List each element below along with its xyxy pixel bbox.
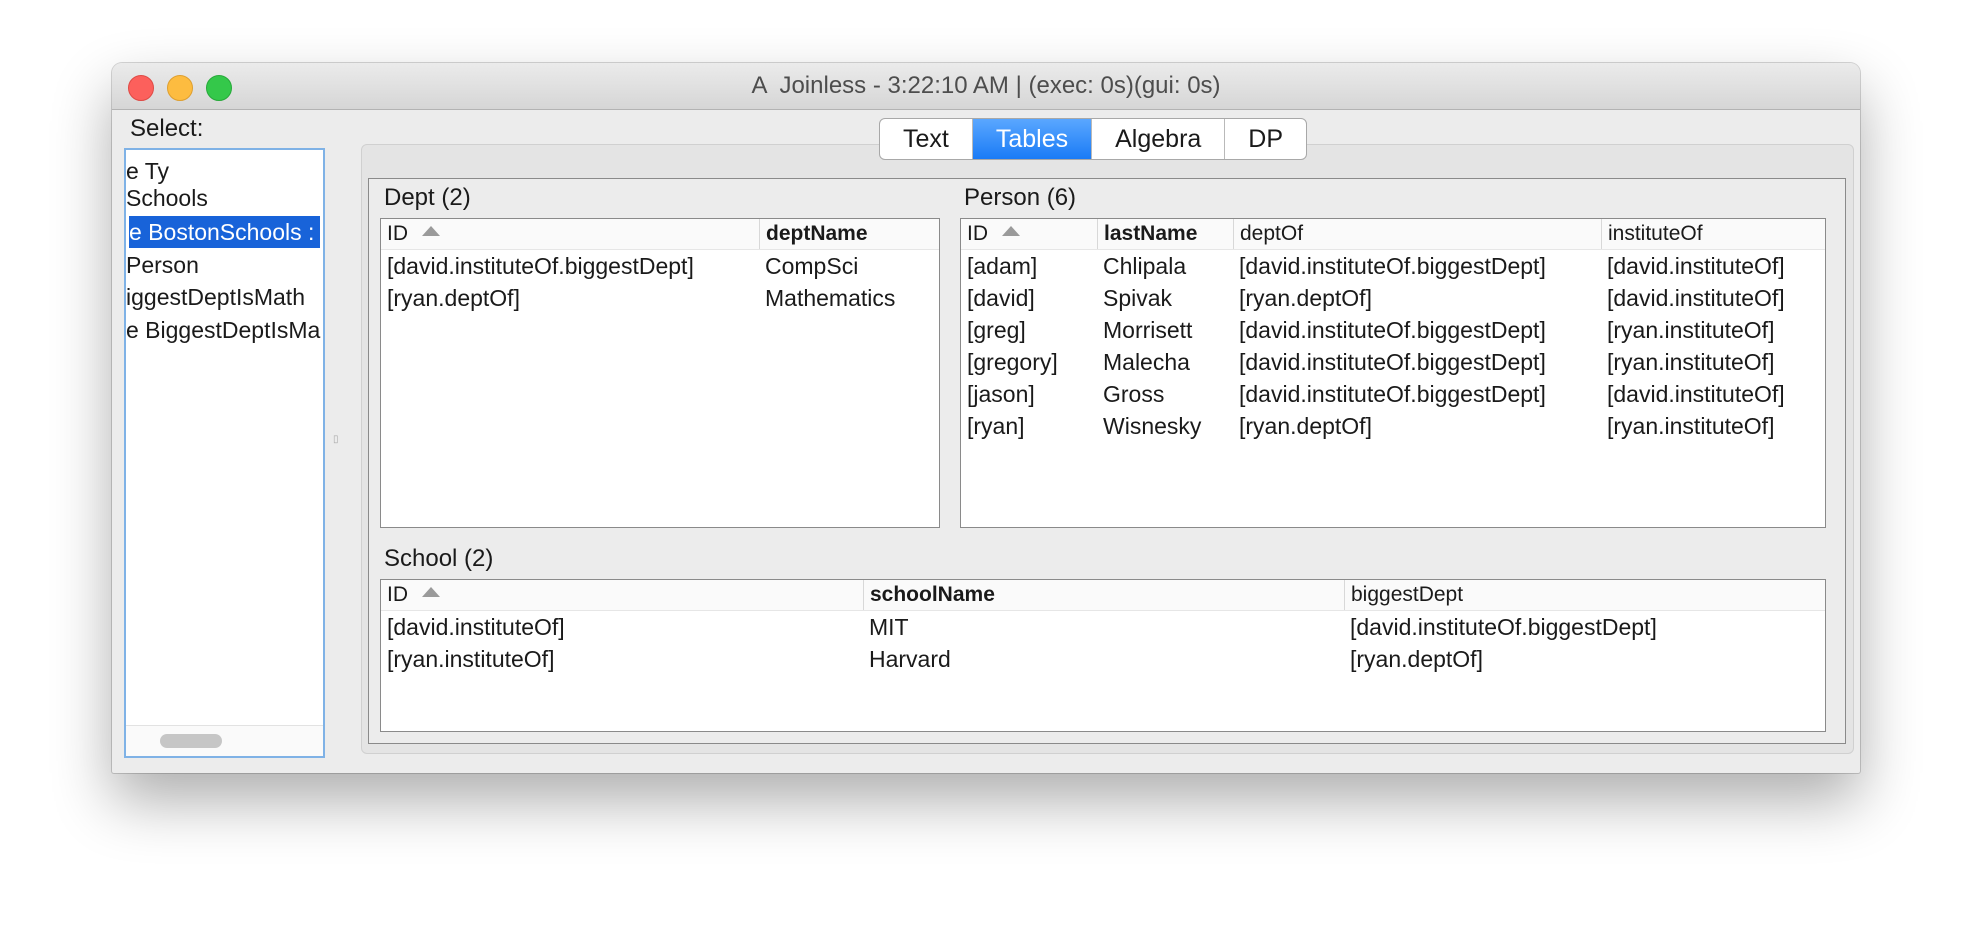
table-cell: Malecha	[1103, 349, 1190, 375]
table-cell: [david]	[967, 285, 1035, 311]
table-cell: [david.instituteOf]	[387, 614, 565, 640]
table-cell: [ryan.instituteOf]	[1607, 413, 1775, 439]
table-cell: MIT	[869, 614, 909, 640]
list-item[interactable]: Schools	[126, 185, 208, 211]
column-header-schoolname[interactable]: schoolName	[863, 580, 1344, 610]
dept-table-title: Dept (2)	[384, 184, 471, 211]
table-cell: [david.instituteOf.biggestDept]	[1239, 253, 1546, 279]
table-cell: [david.instituteOf]	[1607, 253, 1785, 279]
table-cell: [ryan.deptOf]	[1239, 413, 1372, 439]
table-header: ID schoolName biggestDept	[381, 580, 1825, 611]
table-cell: [david.instituteOf.biggestDept]	[1350, 614, 1657, 640]
table-cell: [ryan.instituteOf]	[1607, 317, 1775, 343]
table-cell: CompSci	[765, 253, 859, 279]
table-cell: [ryan]	[967, 413, 1025, 439]
table-cell: Wisnesky	[1103, 413, 1202, 439]
minimize-window-button[interactable]	[167, 75, 193, 101]
table-cell: [jason]	[967, 381, 1035, 407]
column-header-instituteof[interactable]: instituteOf	[1601, 219, 1825, 249]
scrollbar-thumb[interactable]	[160, 734, 222, 748]
table-row[interactable]: [gregory] Malecha [david.instituteOf.big…	[961, 346, 1825, 378]
table-cell: Mathematics	[765, 285, 896, 311]
list-item[interactable]: Person	[126, 252, 199, 278]
table-cell: Morrisett	[1103, 317, 1193, 343]
tab-tables[interactable]: Tables	[972, 119, 1093, 159]
table-cell: [david.instituteOf]	[1607, 285, 1785, 311]
select-label: Select:	[130, 115, 204, 142]
column-header-deptname[interactable]: deptName	[759, 219, 939, 249]
table-row[interactable]: [adam] Chlipala [david.instituteOf.bigge…	[961, 250, 1825, 282]
table-cell: [ryan.deptOf]	[387, 285, 520, 311]
sort-ascending-icon	[422, 587, 440, 598]
tab-dp[interactable]: DP	[1248, 125, 1284, 153]
school-table[interactable]: ID schoolName biggestDept [david.institu…	[380, 579, 1826, 732]
column-header-id[interactable]: ID	[961, 219, 1097, 249]
close-window-button[interactable]	[128, 75, 154, 101]
column-header-lastname[interactable]: lastName	[1097, 219, 1233, 249]
table-row[interactable]: [ryan] Wisnesky [ryan.deptOf] [ryan.inst…	[961, 410, 1825, 442]
column-header-deptof[interactable]: deptOf	[1233, 219, 1601, 249]
column-header-biggestdept[interactable]: biggestDept	[1344, 580, 1825, 610]
table-cell: [ryan.deptOf]	[1350, 646, 1483, 672]
table-cell: [ryan.deptOf]	[1239, 285, 1372, 311]
table-row[interactable]: [david.instituteOf] MIT [david.institute…	[381, 611, 1825, 643]
table-cell: [david.instituteOf]	[1607, 381, 1785, 407]
view-tabs: Text Tables Algebra DP	[879, 118, 1308, 160]
split-pane-divider-grip[interactable]: ▯	[333, 434, 339, 445]
list-item[interactable]: iggestDeptIsMath	[126, 284, 305, 310]
table-row[interactable]: [david.instituteOf.biggestDept] CompSci	[381, 250, 939, 282]
sort-ascending-icon	[422, 226, 440, 237]
table-row[interactable]: [jason] Gross [david.instituteOf.biggest…	[961, 378, 1825, 410]
tab-algebra[interactable]: Algebra	[1092, 119, 1226, 159]
table-cell: [adam]	[967, 253, 1038, 279]
list-item[interactable]: e BiggestDeptIsMa	[126, 317, 321, 343]
app-window: A Joinless - 3:22:10 AM | (exec: 0s)(gui…	[112, 63, 1860, 773]
table-cell: Harvard	[869, 646, 951, 672]
column-header-id[interactable]: ID	[381, 219, 761, 249]
list-item-selected[interactable]: e BostonSchools :	[129, 216, 320, 248]
select-list[interactable]: e Ty Schools e BostonSchools : Person ig…	[124, 148, 325, 758]
table-cell: [gregory]	[967, 349, 1058, 375]
table-cell: Gross	[1103, 381, 1165, 407]
table-cell: [david.instituteOf.biggestDept]	[387, 253, 694, 279]
window-title: A Joinless - 3:22:10 AM | (exec: 0s)(gui…	[751, 72, 1221, 99]
tables-panel: Dept (2) ID deptName [david.instituteOf.…	[368, 178, 1846, 744]
school-table-title: School (2)	[384, 545, 494, 572]
table-cell: [greg]	[967, 317, 1026, 343]
table-row[interactable]: [greg] Morrisett [david.instituteOf.bigg…	[961, 314, 1825, 346]
title-bar[interactable]: A Joinless - 3:22:10 AM | (exec: 0s)(gui…	[112, 63, 1860, 110]
table-header: ID deptName	[381, 219, 939, 250]
tab-text[interactable]: Text	[880, 119, 973, 159]
table-cell: [david.instituteOf.biggestDept]	[1239, 381, 1546, 407]
person-table-title: Person (6)	[964, 184, 1077, 211]
column-header-id[interactable]: ID	[381, 580, 863, 610]
table-row[interactable]: [david] Spivak [ryan.deptOf] [david.inst…	[961, 282, 1825, 314]
person-table[interactable]: ID lastName deptOf instituteOf [adam] Ch…	[960, 218, 1826, 528]
sort-ascending-icon	[1002, 226, 1020, 237]
list-item[interactable]: e Ty	[126, 158, 170, 184]
table-cell: [ryan.instituteOf]	[387, 646, 555, 672]
list-horizontal-scrollbar[interactable]	[126, 725, 323, 756]
table-row[interactable]: [ryan.deptOf] Mathematics	[381, 282, 939, 314]
table-cell: [david.instituteOf.biggestDept]	[1239, 349, 1546, 375]
table-cell: Spivak	[1103, 285, 1173, 311]
table-cell: [ryan.instituteOf]	[1607, 349, 1775, 375]
table-cell: Chlipala	[1103, 253, 1187, 279]
table-header: ID lastName deptOf instituteOf	[961, 219, 1825, 250]
dept-table[interactable]: ID deptName [david.instituteOf.biggestDe…	[380, 218, 940, 528]
table-cell: [david.instituteOf.biggestDept]	[1239, 317, 1546, 343]
table-row[interactable]: [ryan.instituteOf] Harvard [ryan.deptOf]	[381, 643, 1825, 675]
zoom-window-button[interactable]	[206, 75, 232, 101]
